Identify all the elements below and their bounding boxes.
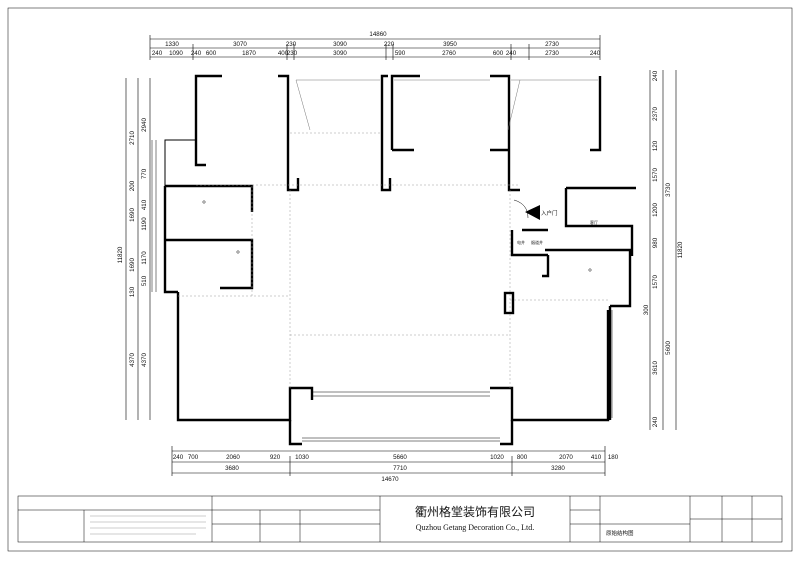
drawing-name: 原始结构图 bbox=[606, 529, 634, 537]
right-dim-4: 1570 bbox=[652, 168, 659, 182]
top-dim-2-5: 1870 bbox=[242, 50, 256, 57]
right-dim-9: 3610 bbox=[652, 361, 659, 375]
top-dim-2-7: 230 bbox=[287, 50, 298, 57]
top-dimensions: 14860 1330 3070 230 3090 220 3950 600 27… bbox=[149, 31, 601, 60]
right-total-dim: 11820 bbox=[677, 241, 684, 258]
top-dim-1-4: 3090 bbox=[333, 41, 347, 48]
left-dim2-6: 510 bbox=[141, 275, 148, 286]
top-dim-2-11: 240 bbox=[506, 50, 517, 57]
title-block: 衢州格堂装饰有限公司 Quzhou Getang Decoration Co.,… bbox=[17, 495, 783, 543]
bottom-dim-5: 1030 bbox=[295, 454, 309, 461]
bottom-dim-6: 5660 bbox=[393, 454, 407, 461]
entrance-label: 入户门 bbox=[541, 209, 558, 217]
bottom-dim-8: 800 bbox=[517, 454, 528, 461]
top-dim-1-2: 3070 bbox=[233, 41, 247, 48]
top-dim-2-10: 2760 bbox=[442, 50, 456, 57]
left-total-dim: 11820 bbox=[117, 246, 124, 263]
entrance-arrow-icon bbox=[525, 205, 540, 220]
outlet-icon bbox=[236, 250, 240, 254]
room-marks: 客厅 电井 烟道井 bbox=[202, 200, 598, 272]
bottom-dim-11: 180 bbox=[608, 454, 619, 461]
electric-well-label: 电井 bbox=[517, 239, 525, 245]
left-dim-2: 200 bbox=[129, 180, 136, 191]
bottom-dim-7: 1020 bbox=[490, 454, 504, 461]
bottom-dim-3: 2060 bbox=[226, 454, 240, 461]
walls bbox=[163, 74, 636, 446]
right-dim-10: 240 bbox=[652, 416, 659, 427]
left-dim-5: 130 bbox=[129, 286, 136, 297]
left-dim-6: 4370 bbox=[129, 353, 136, 367]
bottom-dim-1: 240 bbox=[173, 454, 184, 461]
top-dim-1-6: 3950 bbox=[443, 41, 457, 48]
bottom-dim2-2: 7710 bbox=[393, 465, 407, 472]
top-dim-1-8: 2730 bbox=[545, 41, 559, 48]
right-dim-8: 300 bbox=[643, 304, 650, 315]
left-dimensions: 11820 2710 200 1690 1690 130 4370 2940 7… bbox=[117, 78, 151, 420]
bottom-total-dim: 14670 bbox=[381, 476, 399, 483]
right-dim-1: 240 bbox=[652, 70, 659, 81]
right-dimensions: 240 2370 120 1570 1200 980 1570 300 3610… bbox=[643, 70, 684, 430]
window-lines bbox=[151, 79, 613, 442]
top-dim-2-12: 2730 bbox=[545, 50, 559, 57]
beam-lines bbox=[178, 132, 608, 388]
outlet-icon bbox=[588, 268, 592, 272]
left-dim2-2: 770 bbox=[141, 168, 148, 179]
right-dim2-2: 5600 bbox=[665, 341, 672, 355]
bottom-dimensions: 240 700 2060 920 1030 5660 1020 800 2070… bbox=[171, 446, 619, 483]
bottom-dim2-3: 3280 bbox=[551, 465, 565, 472]
left-dim2-5: 1170 bbox=[141, 251, 148, 265]
right-dim2-1: 3730 bbox=[665, 183, 672, 197]
sheet-border bbox=[7, 7, 793, 552]
left-dim2-7: 4370 bbox=[141, 353, 148, 367]
top-dim-2-13: 240 bbox=[590, 50, 601, 57]
left-dim2-3: 410 bbox=[141, 199, 148, 210]
room-label-small: 客厅 bbox=[590, 219, 598, 225]
top-dim-1-1: 1330 bbox=[165, 41, 179, 48]
bottom-dim-9: 2070 bbox=[559, 454, 573, 461]
bottom-dim-4: 920 bbox=[270, 454, 281, 461]
right-dim-3: 120 bbox=[652, 140, 659, 151]
company-name-cn: 衢州格堂装饰有限公司 bbox=[415, 504, 535, 519]
top-dim-1-3: 230 bbox=[286, 41, 297, 48]
top-dim-1-5: 220 bbox=[384, 41, 395, 48]
left-dim-1: 2710 bbox=[129, 131, 136, 145]
top-dim-2-3: 240 bbox=[191, 50, 202, 57]
top-dim-2-1: 240 bbox=[152, 50, 163, 57]
left-dim2-4: 1190 bbox=[141, 217, 148, 231]
top-dim-1-7: 600 bbox=[493, 50, 504, 57]
outlet-icon bbox=[202, 200, 206, 204]
tube-well-label: 烟道井 bbox=[531, 239, 543, 245]
top-dim-2-8: 3090 bbox=[333, 50, 347, 57]
top-total-dim: 14860 bbox=[369, 31, 387, 38]
entrance-door: 入户门 bbox=[513, 199, 558, 220]
top-dim-2-4: 600 bbox=[206, 50, 217, 57]
top-dim-2-2: 1090 bbox=[169, 50, 183, 57]
top-dim-2-6: 400 bbox=[278, 50, 289, 57]
right-dim-6: 980 bbox=[652, 237, 659, 248]
right-dim-7: 1570 bbox=[652, 275, 659, 289]
bottom-dim2-1: 3680 bbox=[225, 465, 239, 472]
bottom-dim-2: 700 bbox=[188, 454, 199, 461]
left-dim-3: 1690 bbox=[129, 208, 136, 222]
company-name-en: Quzhou Getang Decoration Co., Ltd. bbox=[416, 523, 534, 532]
left-dim2-1: 2940 bbox=[141, 118, 148, 132]
bottom-dim-10: 410 bbox=[591, 454, 602, 461]
right-dim-2: 2370 bbox=[652, 107, 659, 121]
left-dim-4: 1690 bbox=[129, 258, 136, 272]
right-dim-5: 1200 bbox=[652, 203, 659, 217]
top-dim-2-9: 590 bbox=[395, 50, 406, 57]
